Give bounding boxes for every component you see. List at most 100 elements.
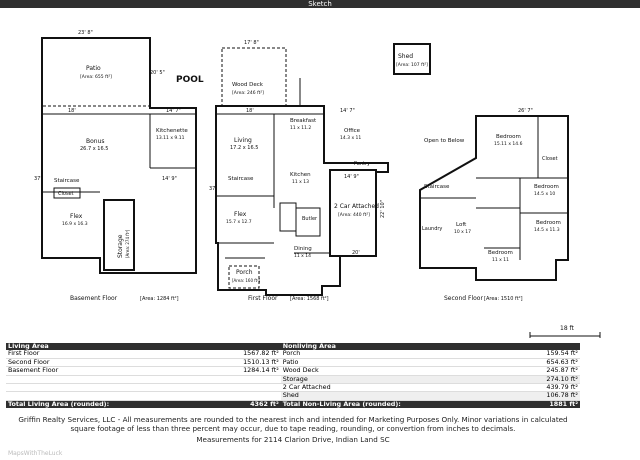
second-floor-label: Second Floor	[444, 295, 483, 302]
office-dim: 14.3 x 11	[340, 135, 361, 141]
area-summary-table: Living Area Nonliving Area First Floor 1…	[6, 342, 580, 409]
open-below-label: Open to Below	[424, 138, 465, 144]
butler-label: Butler	[302, 216, 318, 222]
total-living-label: Total Living Area (rounded):	[6, 400, 206, 409]
breakfast-label: Breakfast	[290, 118, 317, 124]
basement-flex-label: Flex	[70, 213, 83, 220]
floor-plan-drawing: POOL Shed [Area: 107 ft²] Patio [Area: 6…	[34, 30, 601, 338]
bonus-label: Bonus	[86, 138, 105, 145]
second-staircase-label: Staircase	[424, 184, 450, 190]
dim-18-first: 18'	[246, 108, 254, 114]
bonus-dim: 26.7 x 16.5	[80, 146, 108, 152]
basement-staircase-label: Staircase	[54, 178, 80, 184]
disclaimer-text: Griffin Realty Services, LLC - All measu…	[18, 415, 568, 433]
storage-area: [Area: 274 ft²]	[125, 229, 130, 258]
basement-floor-area: [Area: 1284 ft²]	[140, 296, 179, 302]
dim-14-9-basement: 14' 9"	[162, 176, 177, 182]
basement-closet-label: Closet	[58, 191, 74, 197]
dining-dim: 11 x 14	[294, 253, 311, 259]
wood-deck-label: Wood Deck	[232, 82, 264, 88]
total-living-value: 4362 ft²	[205, 400, 281, 409]
storage-label: Storage	[117, 234, 124, 258]
living-label: Living	[234, 137, 252, 144]
office-label: Office	[344, 128, 361, 134]
nonliving-name: Patio	[280, 358, 513, 368]
shed-area: [Area: 107 ft²]	[396, 62, 428, 68]
bedroom-1-dim: 15.11 x 14.6	[494, 141, 523, 147]
patio-label: Patio	[86, 65, 101, 72]
nonliving-value: 106.78 ft²	[512, 392, 580, 401]
porch-area: [Area: 160 ft²]	[232, 278, 261, 283]
kitchenette-dim: 13.11 x 9.11	[156, 135, 185, 141]
first-flex-dim: 15.7 x 12.7	[226, 219, 252, 225]
sketch-title-bar: Sketch	[0, 0, 640, 8]
dim-14-9-first: 14' 9"	[344, 174, 359, 180]
dim-37-first: 37'	[209, 186, 217, 192]
scale-label: 18 ft	[560, 325, 575, 332]
total-nonliving-value: 1881 ft²	[512, 400, 580, 409]
garage-label: 2 Car Attached	[334, 203, 379, 210]
nonliving-name: 2 Car Attached	[280, 383, 513, 393]
nonliving-value: 439.79 ft²	[512, 383, 580, 393]
kitchen-label: Kitchen	[290, 172, 311, 178]
pantry-label: Pantry	[354, 161, 370, 167]
living-name: First Floor	[6, 350, 206, 359]
bedroom-2-label: Bedroom	[534, 184, 559, 190]
living-value: 1567.82 ft²	[205, 350, 281, 359]
nonliving-value: 245.87 ft²	[512, 366, 580, 376]
dim-23-8: 23' 8"	[78, 30, 93, 36]
living-value: 1284.14 ft²	[205, 366, 281, 376]
first-floor-label: First Floor	[248, 295, 278, 302]
patio-outline	[41, 37, 151, 107]
nonliving-name: Wood Deck	[280, 366, 513, 376]
basement-storage-outline	[103, 199, 135, 271]
dim-37-basement: 37'	[34, 176, 42, 182]
bedroom-4-label: Bedroom	[488, 250, 513, 256]
shed-outline	[393, 43, 431, 75]
shed-label: Shed	[398, 53, 413, 60]
bedroom-2-dim: 14.5 x 10	[534, 191, 555, 197]
dim-20-garage: 20'	[352, 250, 360, 256]
second-floor-outline	[419, 115, 569, 281]
watermark-logo: MapsWithTheLuck	[8, 450, 63, 457]
second-closet-label: Closet	[542, 156, 558, 162]
breakfast-dim: 11 x 11.2	[290, 125, 311, 131]
living-dim: 17.2 x 16.5	[230, 145, 258, 151]
dim-14-7-basement: 14' 7"	[166, 108, 181, 114]
dining-label: Dining	[294, 246, 312, 252]
living-name: Basement Floor	[6, 366, 206, 376]
sketch-title: Sketch	[308, 0, 332, 8]
garage-area: [Area: 440 ft²]	[338, 212, 370, 218]
wood-deck-area: [Area: 246 ft²]	[232, 90, 264, 96]
patio-area: [Area: 655 ft²]	[80, 74, 112, 80]
nonliving-value: 274.10 ft²	[512, 375, 580, 385]
first-floor-outline	[215, 105, 389, 296]
living-area-header: Living Area	[6, 342, 281, 351]
nonliving-value: 159.54 ft²	[512, 350, 580, 359]
bedroom-3-dim: 14.5 x 11.3	[534, 227, 560, 233]
dim-14-7-first: 14' 7"	[340, 108, 355, 114]
measurements-address: Measurements for 2114 Clarion Drive, Ind…	[196, 435, 390, 444]
dim-20-5: 20' 5"	[150, 70, 165, 76]
living-name: Second Floor	[6, 358, 206, 368]
dim-22-10: 22' 10"	[380, 200, 386, 218]
loft-dim: 10 x 17	[454, 229, 471, 235]
basement-floor-label: Basement Floor	[70, 295, 118, 302]
wood-deck-outline	[221, 47, 287, 107]
first-staircase-label: Staircase	[228, 176, 254, 182]
basement-flex-dim: 16.9 x 16.3	[62, 221, 88, 227]
dim-17-8: 17' 8"	[244, 40, 259, 46]
bedroom-4-dim: 11 x 11	[492, 257, 509, 263]
laundry-label: Laundry	[422, 226, 442, 232]
living-value: 1510.13 ft²	[205, 358, 281, 368]
kitchenette-label: Kitchenette	[156, 128, 188, 134]
pool-label: POOL	[176, 75, 204, 85]
first-flex-label: Flex	[234, 211, 247, 218]
dim-18-basement: 18'	[68, 108, 76, 114]
bedroom-3-label: Bedroom	[536, 220, 561, 226]
loft-label: Loft	[456, 222, 467, 228]
second-floor-area: [Area: 1510 ft²]	[484, 296, 523, 302]
nonliving-name: Shed	[280, 392, 513, 401]
nonliving-area-header: Nonliving Area	[280, 342, 580, 351]
dim-26-7: 26' 7"	[518, 108, 533, 114]
